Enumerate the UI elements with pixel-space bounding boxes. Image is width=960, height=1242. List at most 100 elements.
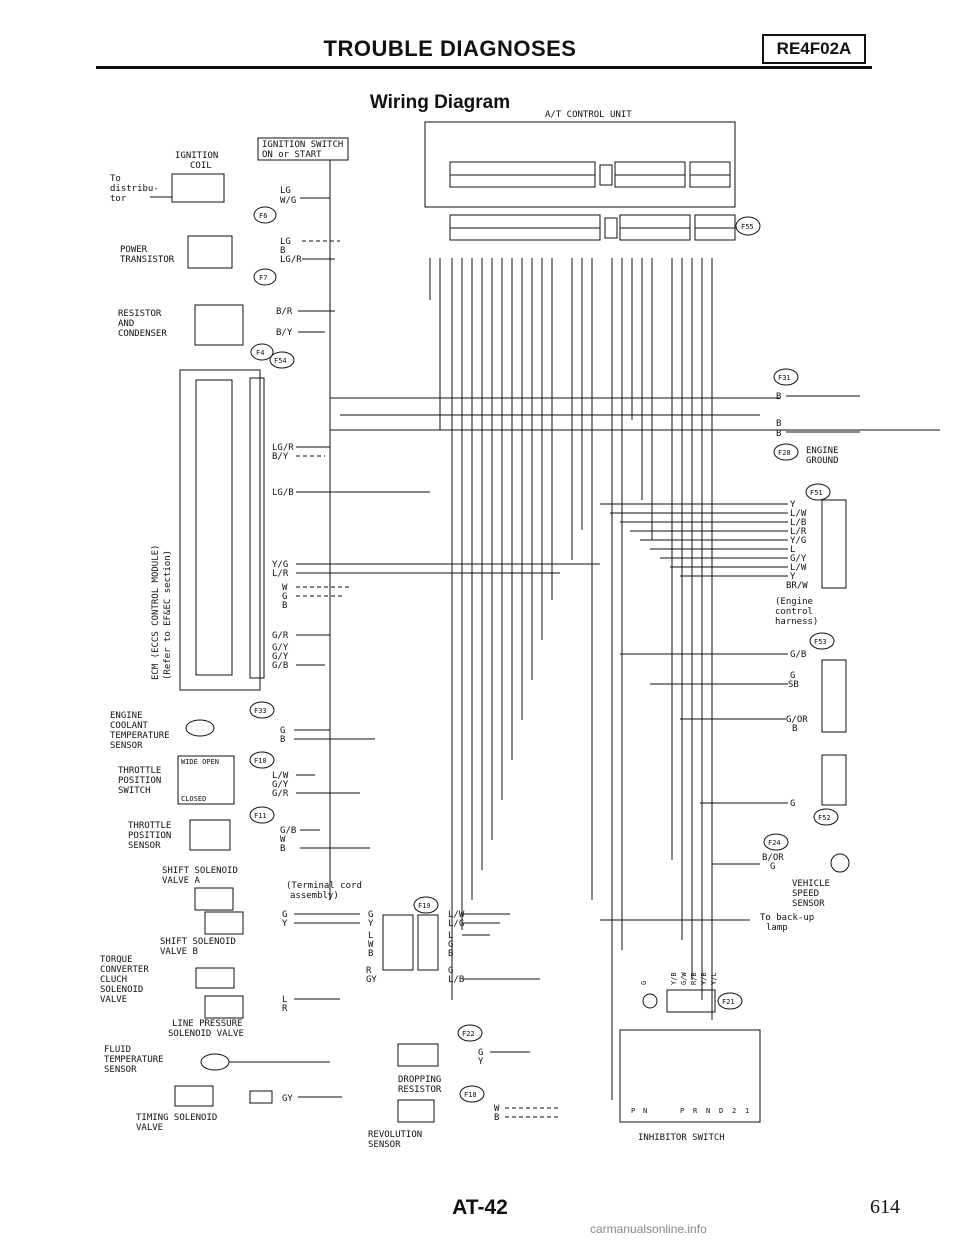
power-transistor-label-2: TRANSISTOR [120, 255, 175, 265]
f51-bus-lines [600, 503, 788, 577]
wire-lg2-tc: L/G [448, 919, 464, 929]
ecm-label-1: ECM (ECCS CONTROL MODULE) [151, 545, 161, 680]
wire-b-f28-1: B [776, 419, 781, 429]
f51-connector-badge [805, 483, 831, 501]
f11-connector-badge [249, 806, 275, 824]
wire-w-ecm: W [282, 583, 288, 593]
inhibitor-lamp-symbol [642, 993, 658, 1009]
wire-gb-f53: G/B [790, 650, 806, 660]
ignition-coil-label-2: COIL [190, 161, 212, 171]
f52-connector-badge [813, 808, 839, 826]
wire-g-ssa: G [282, 910, 287, 920]
f10-connector-badge [249, 751, 275, 769]
wire-y2-f51: Y [790, 572, 796, 582]
wire-bor-f24: B/OR [762, 853, 784, 863]
diagram-title: Wiring Diagram [369, 92, 511, 113]
f6-connector-badge [253, 206, 277, 224]
wire-gy2-timing: GY [282, 1094, 293, 1104]
f21-connector-badge [717, 992, 743, 1010]
inhibitor-label: INHIBITOR SWITCH [638, 1133, 725, 1143]
svg-text:1: 1 [745, 1107, 749, 1115]
tcc-symbol [195, 967, 235, 989]
wire-by-ecm: B/Y [272, 452, 289, 462]
wire-b-pt: B [280, 246, 285, 256]
wire-g-dr: G [478, 1048, 483, 1058]
f24-connector-badge [763, 833, 789, 851]
wire-g-tc3: G [448, 966, 453, 976]
f28-connector-badge [773, 443, 799, 461]
wire-lb-f51: L/B [790, 518, 806, 528]
svg-text:R/B: R/B [690, 972, 698, 985]
f4-label: F4 [256, 349, 264, 357]
wire-b-tpsr: B [280, 844, 285, 854]
wire-l-tc: L [368, 931, 373, 941]
f11-label: F11 [254, 812, 267, 820]
dropping-resistor-symbol [397, 1043, 439, 1067]
wire-gor-f53: G/OR [786, 715, 808, 725]
wire-yg-ecm: Y/G [272, 560, 288, 570]
f10-label: F10 [254, 757, 267, 765]
shift-a-body [204, 911, 244, 935]
wire-lr-ecm: L/R [272, 569, 289, 579]
wire-lw-tps: L/W [272, 771, 289, 781]
f54-label: F54 [274, 357, 287, 365]
wire-y-ssa: Y [282, 919, 288, 929]
coolant-label-2: COOLANT [110, 721, 149, 731]
tps-switch-symbol [177, 755, 235, 805]
wire-b-tc2: B [448, 949, 453, 959]
atcu-box [424, 121, 736, 208]
wire-y-dr: Y [478, 1057, 484, 1067]
to-distributor-1: To [110, 174, 121, 184]
wire-g-tc2: G [448, 940, 453, 950]
atcu-connector-bottom [449, 214, 736, 241]
wire-g-f52: G [790, 799, 795, 809]
wire-g-tc: G [368, 910, 373, 920]
wide-open-label: WIDE OPEN [181, 758, 219, 766]
wire-brw-f51: BR/W [786, 581, 808, 591]
engine-harness-2: control [775, 607, 813, 617]
terminal-cord-2: assembly) [290, 891, 339, 901]
wire-lw-tc: L/W [448, 910, 465, 920]
svg-text:2: 2 [732, 1107, 736, 1115]
wire-b-ecm: B [282, 601, 287, 611]
wire-l-f51: L [790, 545, 795, 555]
wire-lr-f51: L/R [790, 527, 807, 537]
svg-text:R: R [693, 1107, 698, 1115]
f33-label: F33 [254, 707, 267, 715]
revolution-label-2: SENSOR [368, 1140, 401, 1150]
f19-label: F19 [418, 902, 431, 910]
f18-label: F18 [464, 1091, 477, 1099]
to-distributor-2: distribu- [110, 184, 159, 194]
wire-lw-f51: L/W [790, 509, 807, 519]
f18-connector-badge [459, 1085, 485, 1103]
tps-sensor-label-1: THROTTLE [128, 821, 171, 831]
wire-gr-tps: G/R [272, 789, 289, 799]
wire-lgb-ecm: LG/B [272, 488, 294, 498]
wire-b-f53: B [792, 724, 797, 734]
wire-w-rs: W [494, 1104, 500, 1114]
f6-label: F6 [259, 212, 267, 220]
f51-connector [821, 499, 847, 589]
dropping-label-2: RESISTOR [398, 1085, 442, 1095]
wire-gy-f51: G/Y [790, 554, 807, 564]
wire-lgr-ecm: LG/R [272, 443, 294, 453]
resistor-condenser-symbol [194, 304, 244, 346]
page-label: AT-42 [452, 1196, 508, 1219]
f19-connector-badge [413, 896, 439, 914]
wire-g-cts: G [280, 726, 285, 736]
f51-label: F51 [810, 489, 823, 497]
resistor-condenser-label-2: AND [118, 319, 134, 329]
wire-gy-ecm-2: G/Y [272, 652, 289, 662]
inhibitor-positions: P N P R N D 2 1 [631, 1107, 749, 1115]
f21-label: F21 [722, 998, 735, 1006]
shift-b-label-2: VALVE B [160, 947, 198, 957]
page-number: 614 [870, 1196, 900, 1218]
wire-lb-tc: L/B [448, 975, 464, 985]
shift-a-label-2: VALVE A [162, 876, 201, 886]
page-header-title: TROUBLE DIAGNOSES [323, 36, 577, 61]
wire-sb-f53: SB [788, 680, 799, 690]
f52-label: F52 [818, 814, 831, 822]
wire-gb-tpsr: G/B [280, 826, 296, 836]
shift-b-label-1: SHIFT SOLENOID [160, 937, 236, 947]
tcc-label-1: TORQUE [100, 955, 133, 965]
